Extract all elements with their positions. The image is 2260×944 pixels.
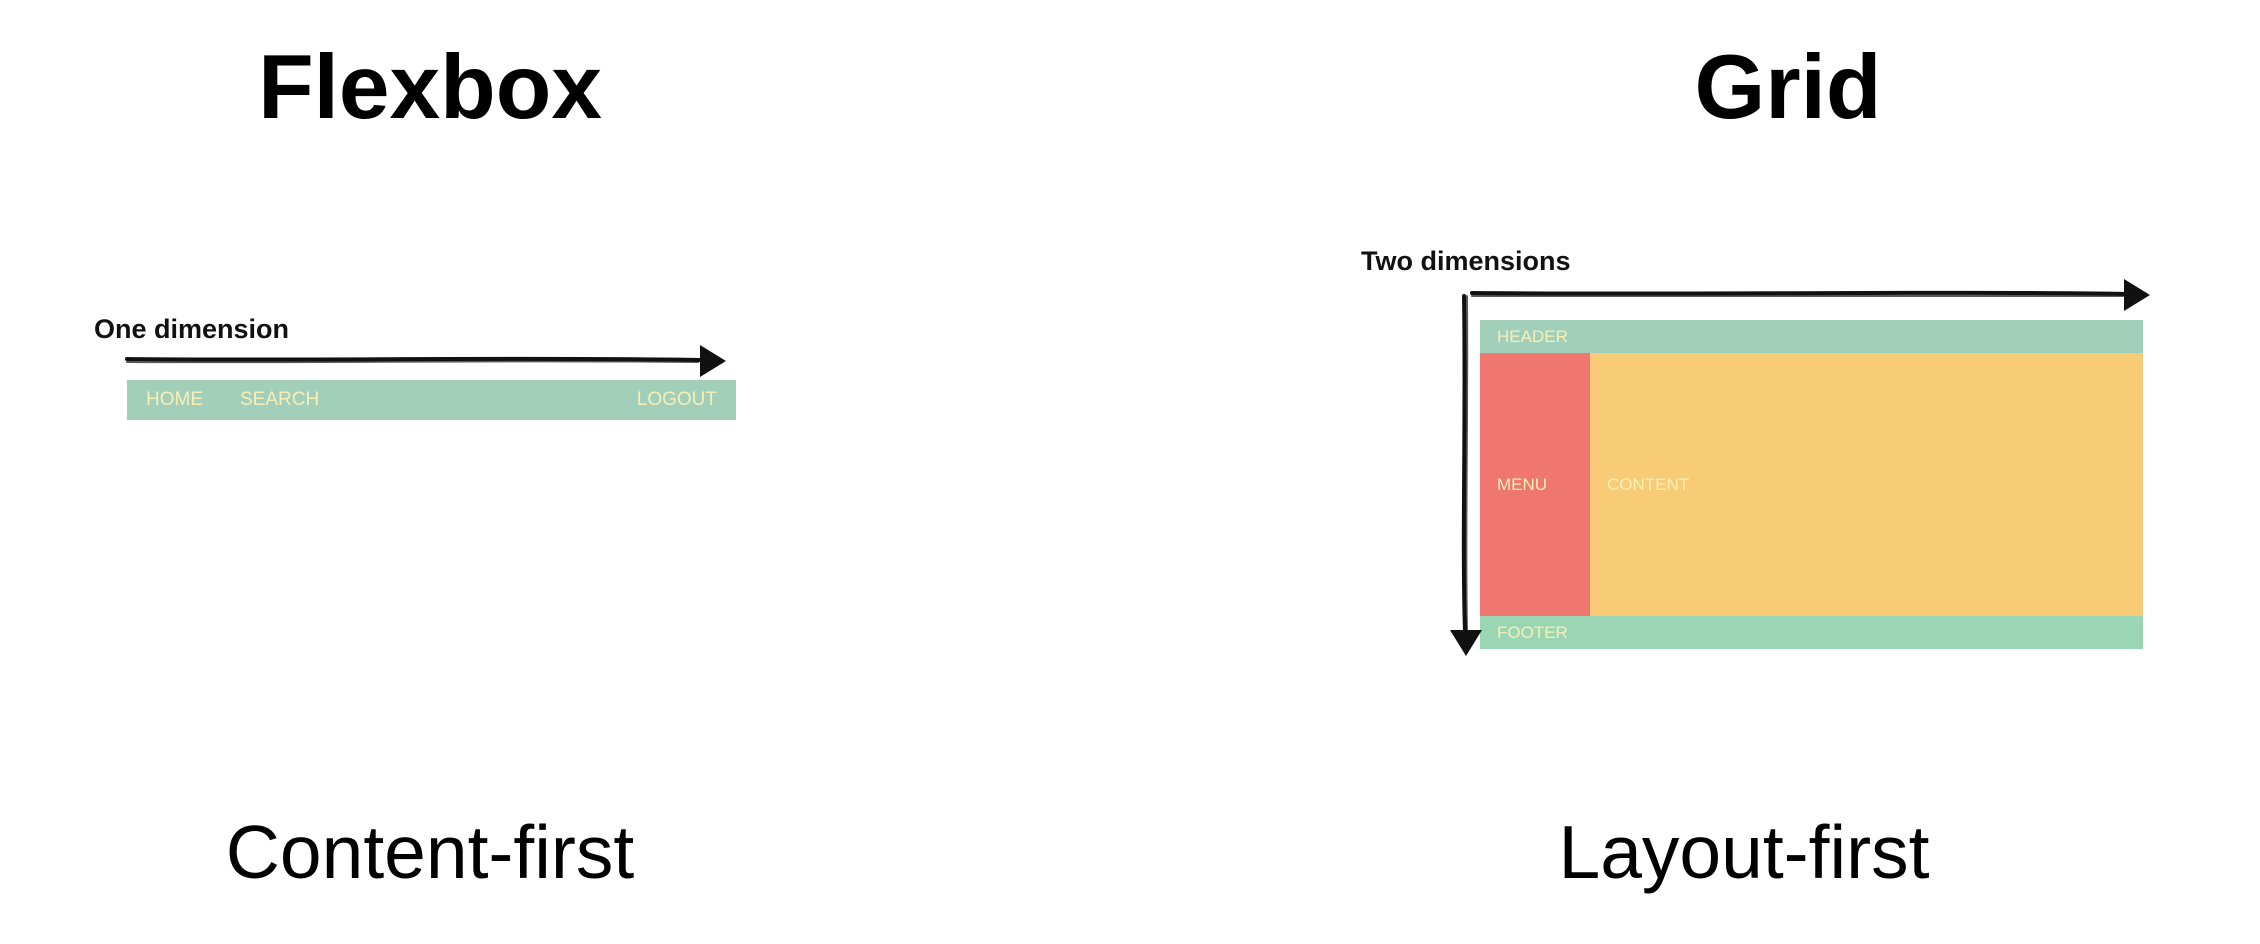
- flexbox-caption: Content-first: [225, 810, 635, 894]
- one-dimension-label: One dimension: [94, 314, 290, 344]
- grid-menu-area: MENU: [1480, 353, 1590, 616]
- grid-vertical-arrow-icon: [1450, 294, 1482, 656]
- nav-item-home: HOME: [146, 389, 203, 410]
- grid-content-area: CONTENT: [1590, 353, 2143, 616]
- flexbox-title: Flexbox: [258, 37, 602, 138]
- two-dimensions-label: Two dimensions: [1361, 246, 1571, 276]
- nav-item-search: SEARCH: [240, 389, 320, 410]
- horizontal-arrow-icon: [125, 345, 726, 377]
- flexbox-nav-bar: HOME SEARCH LOGOUT: [127, 380, 736, 420]
- grid-horizontal-arrow-icon: [1470, 279, 2150, 311]
- grid-layout-diagram: HEADER MENU CONTENT FOOTER: [1480, 320, 2143, 649]
- nav-item-logout: LOGOUT: [636, 389, 717, 410]
- grid-header-area: HEADER: [1480, 320, 2143, 353]
- grid-footer-area: FOOTER: [1480, 616, 2143, 649]
- grid-caption: Layout-first: [1558, 810, 1930, 894]
- grid-title: Grid: [1694, 37, 1882, 138]
